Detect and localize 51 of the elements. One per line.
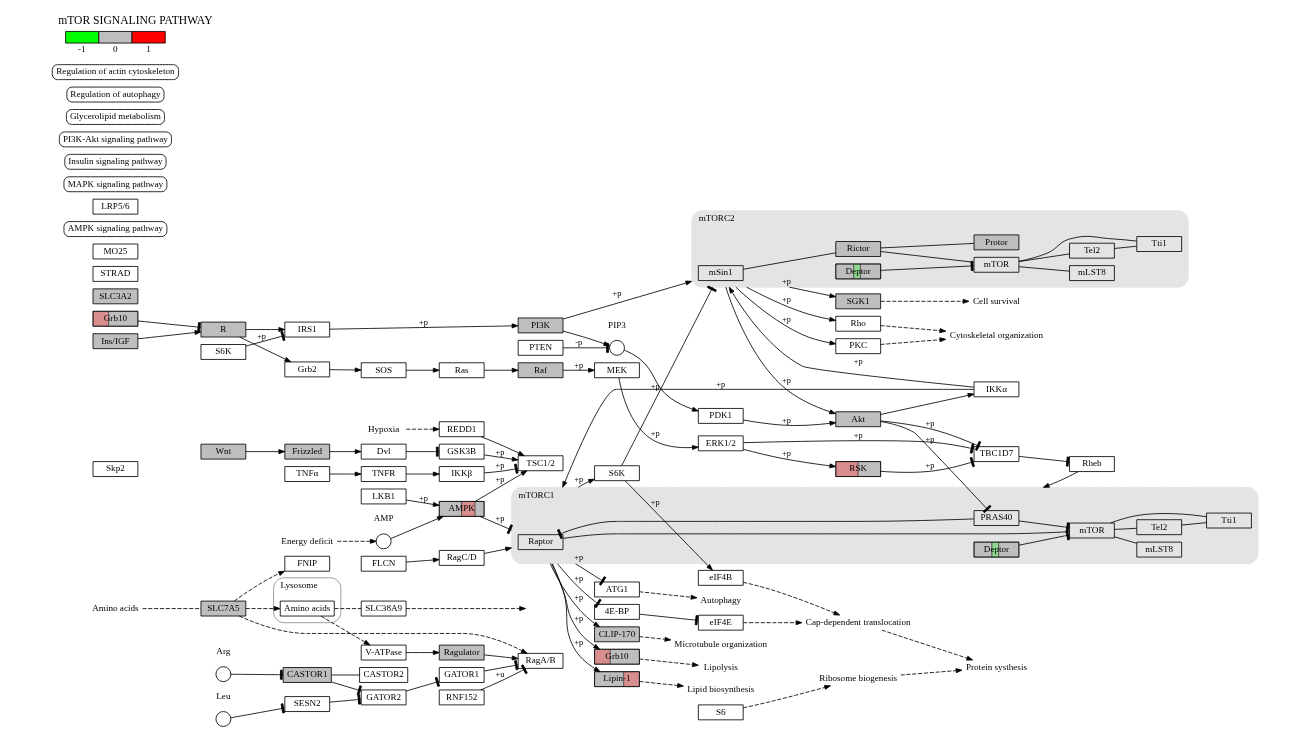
edge-label: +p: [418, 318, 428, 328]
edge-label: +p: [418, 493, 428, 503]
node-text: Amino acids: [91, 602, 139, 613]
node-label: AMP: [373, 513, 394, 524]
node-label: Leu: [215, 690, 230, 701]
edge-label: +p: [781, 295, 791, 305]
edge-label: +p: [781, 375, 791, 385]
edge-label: +p: [650, 428, 660, 438]
legend-label: 0: [112, 44, 117, 55]
edge-label: +p: [925, 418, 934, 428]
node-label: PIP3: [607, 319, 626, 330]
edge-label: +u: [494, 669, 504, 679]
node-text: Ribosome biogenesis: [818, 672, 897, 683]
edge-label: +p: [781, 448, 791, 458]
edge-label: +p: [612, 288, 621, 298]
edge-label: +p: [925, 434, 934, 444]
node-text: Autophagy: [700, 594, 741, 605]
node-text: Cap-dependent translocation: [805, 617, 911, 628]
edge-label: +p: [573, 593, 583, 603]
node-text: Energy deficit: [280, 535, 333, 546]
node-text: Cytoskeletal organization: [949, 329, 1043, 340]
edge-label: +p: [925, 461, 934, 471]
edge-label: +p: [781, 415, 791, 425]
edge-label: +p: [781, 315, 791, 325]
edge-label: +p: [573, 574, 583, 584]
edge-label: +p: [573, 360, 583, 370]
edge-label: +p: [494, 447, 504, 457]
edge-label: +p: [494, 514, 504, 524]
edge-label: +p: [573, 638, 583, 648]
edge-label: +p: [715, 379, 725, 389]
node-text: Lipid biosynthesis: [686, 684, 754, 695]
edge-label: +p: [853, 356, 863, 366]
edge-label: +p: [494, 461, 504, 471]
edge-label: +p: [256, 331, 266, 341]
legend-label: 1: [145, 44, 151, 55]
edge-label: +p: [573, 475, 583, 485]
node-text: Hypoxia: [367, 423, 399, 434]
edge-label: +p: [573, 553, 583, 563]
edge-label: +p: [781, 276, 791, 286]
node-text: Microtubule organization: [673, 639, 767, 650]
node-label: Arg: [215, 646, 230, 657]
legend-label: -1: [77, 44, 86, 55]
node-text: Cell survival: [972, 295, 1020, 306]
edge-label: -p: [574, 338, 582, 348]
edge-label: +p: [853, 431, 863, 441]
edge-label: +p: [650, 497, 660, 507]
edge-label: +p: [573, 614, 583, 624]
edge-label: +p: [494, 475, 504, 485]
diagram-title: mTOR SIGNALING PATHWAY: [57, 14, 213, 28]
node-text: Protein systhesis: [965, 661, 1027, 672]
node-text: Lipolysis: [703, 661, 738, 672]
